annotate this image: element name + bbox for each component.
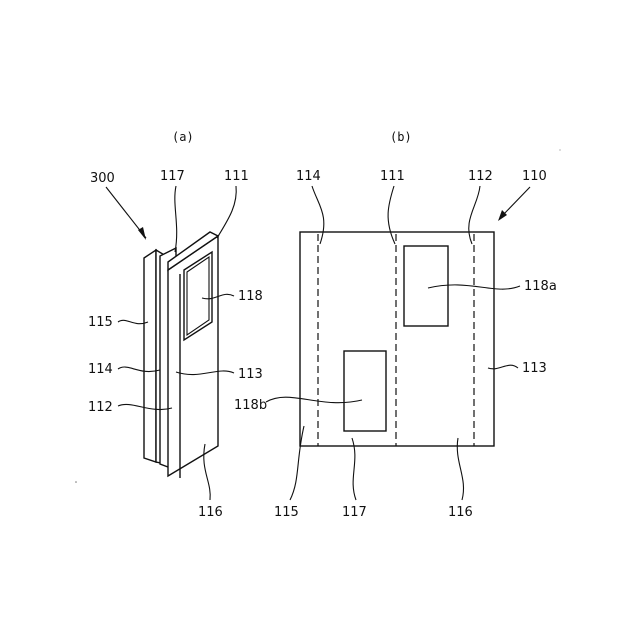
label-118: 118: [238, 289, 263, 304]
leader-118a: [428, 285, 520, 289]
leader-116-b: [457, 438, 463, 500]
label-117-b: 117: [342, 505, 367, 520]
leader-111-a: [217, 186, 236, 238]
label-115-a: 115: [88, 315, 113, 330]
leader-118b: [266, 397, 362, 403]
leader-117-b: [352, 438, 356, 500]
label-112-b: 112: [468, 169, 493, 184]
label-116-b: 116: [448, 505, 473, 520]
label-114-b: 114: [296, 169, 321, 184]
window-118b: [344, 351, 386, 431]
label-111-b: 111: [380, 169, 405, 184]
sheet-110: [300, 232, 494, 446]
leader-115-b: [290, 426, 304, 500]
panel-115-front-face: [144, 250, 156, 462]
label-117-a: 117: [160, 169, 185, 184]
leader-111-b: [388, 186, 395, 244]
scan-speck: [75, 481, 77, 483]
label-113-b: 113: [522, 361, 547, 376]
figure-a-caption: (a): [172, 130, 194, 144]
arrow-110-shaft: [502, 187, 530, 216]
label-111-a: 111: [224, 169, 249, 184]
label-112-a: 112: [88, 400, 113, 415]
leader-113-b: [488, 365, 518, 369]
label-113-a: 113: [238, 367, 263, 382]
label-118a: 118a: [524, 279, 557, 294]
scan-speck: [559, 149, 560, 150]
figure-b: (b) 114 111 112 110 118a 113 118b 115 11…: [234, 130, 557, 520]
leader-117-a: [175, 186, 177, 252]
label-114-a: 114: [88, 362, 113, 377]
label-300: 300: [90, 171, 115, 186]
label-118b: 118b: [234, 398, 267, 413]
label-116-a: 116: [198, 505, 223, 520]
label-115-b: 115: [274, 505, 299, 520]
panel-113: [168, 236, 218, 476]
figure-b-caption: (b): [390, 130, 412, 144]
figure-a: (a) 300 117 111 118 115 114 113 112: [88, 130, 263, 520]
label-110: 110: [522, 169, 547, 184]
